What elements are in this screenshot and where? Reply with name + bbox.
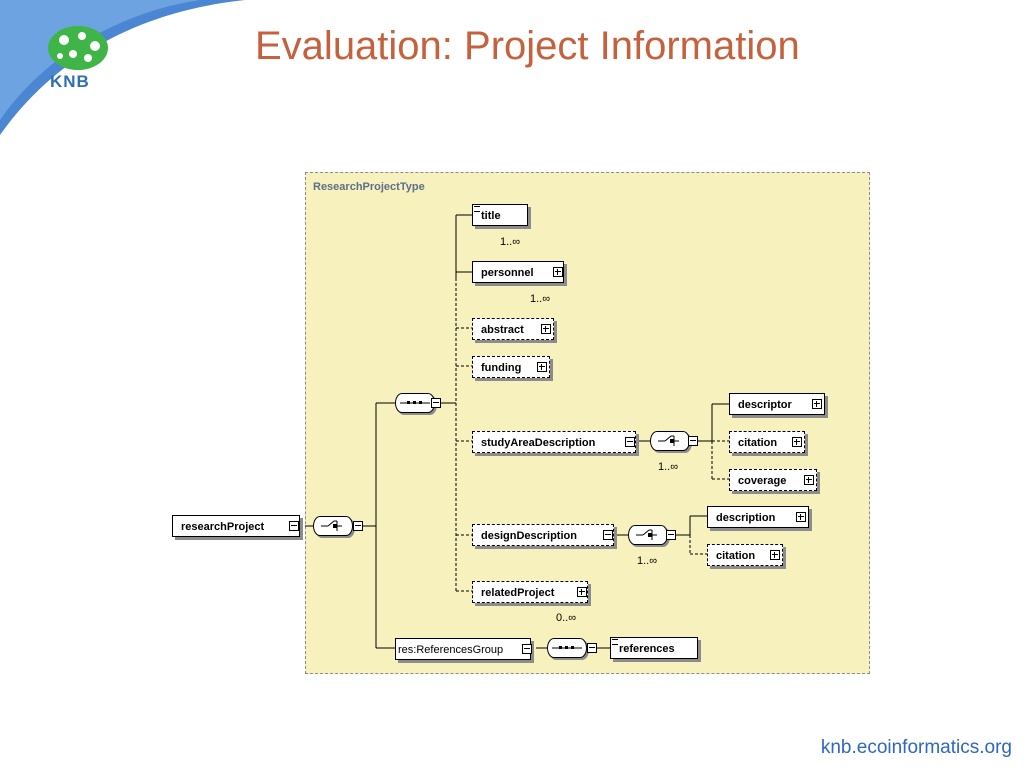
expand-icon[interactable] xyxy=(804,475,814,485)
collapse-icon[interactable] xyxy=(688,436,698,446)
occurrence-label: 0..∞ xyxy=(556,612,577,624)
choice-symbol-icon xyxy=(636,529,657,540)
node-label: description xyxy=(716,512,776,524)
node-abstract[interactable]: abstract xyxy=(472,318,554,340)
node-label: personnel xyxy=(481,267,534,279)
text-content-icon xyxy=(474,206,480,212)
connector-lines xyxy=(305,214,729,649)
logo-text: KNB xyxy=(50,72,90,91)
node-study-area-description[interactable]: studyAreaDescription xyxy=(472,431,638,455)
collapse-icon[interactable] xyxy=(625,437,635,447)
node-descriptor[interactable]: descriptor xyxy=(729,393,825,415)
collapse-icon[interactable] xyxy=(603,530,613,540)
node-label: coverage xyxy=(738,475,787,487)
node-label: funding xyxy=(481,362,522,374)
footer-url[interactable]: knb.ecoinformatics.org xyxy=(820,737,1012,758)
collapse-icon[interactable] xyxy=(522,644,532,654)
sequence-compositor-icon xyxy=(395,393,435,413)
header-swoosh xyxy=(0,0,245,135)
sequence-symbol-icon xyxy=(400,401,430,404)
occurrence-label: 1..∞ xyxy=(530,293,551,305)
node-label: studyAreaDescription xyxy=(481,437,596,449)
node-label: relatedProject xyxy=(481,587,555,599)
collapse-icon[interactable] xyxy=(666,530,676,540)
sequence-symbol-icon xyxy=(552,646,582,649)
node-personnel[interactable]: personnel xyxy=(472,261,566,285)
expand-icon[interactable] xyxy=(812,399,822,409)
expand-icon[interactable] xyxy=(541,324,551,334)
node-label: references xyxy=(619,643,675,655)
node-funding[interactable]: funding xyxy=(472,356,550,378)
occurrence-label: 1..∞ xyxy=(658,461,679,473)
collapse-icon[interactable] xyxy=(289,521,299,531)
type-name-label: ResearchProjectType xyxy=(313,181,425,193)
node-label: abstract xyxy=(481,324,524,336)
sequence-compositor-icon xyxy=(547,638,587,658)
collapse-icon[interactable] xyxy=(431,398,441,408)
node-title[interactable]: title xyxy=(472,204,530,228)
expand-icon[interactable] xyxy=(770,550,780,560)
node-design-description[interactable]: designDescription xyxy=(472,524,616,548)
slide-title: Evaluation: Project Information xyxy=(255,24,800,68)
occurrence-label: 1..∞ xyxy=(500,236,521,248)
occurrence-label: 1..∞ xyxy=(637,555,658,567)
choice-symbol-icon xyxy=(658,435,679,446)
node-label: res:ReferencesGroup xyxy=(398,644,504,656)
text-content-icon xyxy=(612,639,618,645)
node-label: title xyxy=(481,210,501,222)
node-related-project[interactable]: relatedProject xyxy=(472,581,590,605)
collapse-icon[interactable] xyxy=(353,521,363,531)
expand-icon[interactable] xyxy=(537,362,547,372)
node-citation[interactable]: citation xyxy=(729,431,805,453)
choice-symbol-icon xyxy=(321,520,342,531)
choice-compositor-icon xyxy=(628,525,668,545)
node-label: researchProject xyxy=(181,521,265,533)
node-label: designDescription xyxy=(481,530,577,542)
expand-icon[interactable] xyxy=(553,267,563,277)
expand-icon[interactable] xyxy=(577,587,587,597)
node-label: descriptor xyxy=(738,399,792,411)
choice-compositor-icon xyxy=(650,431,690,451)
node-references-group[interactable]: res:ReferencesGroup xyxy=(395,638,532,660)
expand-icon[interactable] xyxy=(792,437,802,447)
knb-logo: KNB xyxy=(40,22,120,100)
node-description[interactable]: description xyxy=(707,506,809,528)
node-coverage[interactable]: coverage xyxy=(729,469,817,491)
logo-emblem xyxy=(48,26,108,70)
node-research-project[interactable]: researchProject xyxy=(172,515,300,537)
node-references[interactable]: references xyxy=(610,637,698,659)
node-label: citation xyxy=(738,437,778,449)
node-label: citation xyxy=(716,550,756,562)
expand-icon[interactable] xyxy=(796,512,806,522)
node-citation[interactable]: citation xyxy=(707,544,783,566)
choice-compositor-icon xyxy=(313,516,353,536)
collapse-icon[interactable] xyxy=(587,643,597,653)
